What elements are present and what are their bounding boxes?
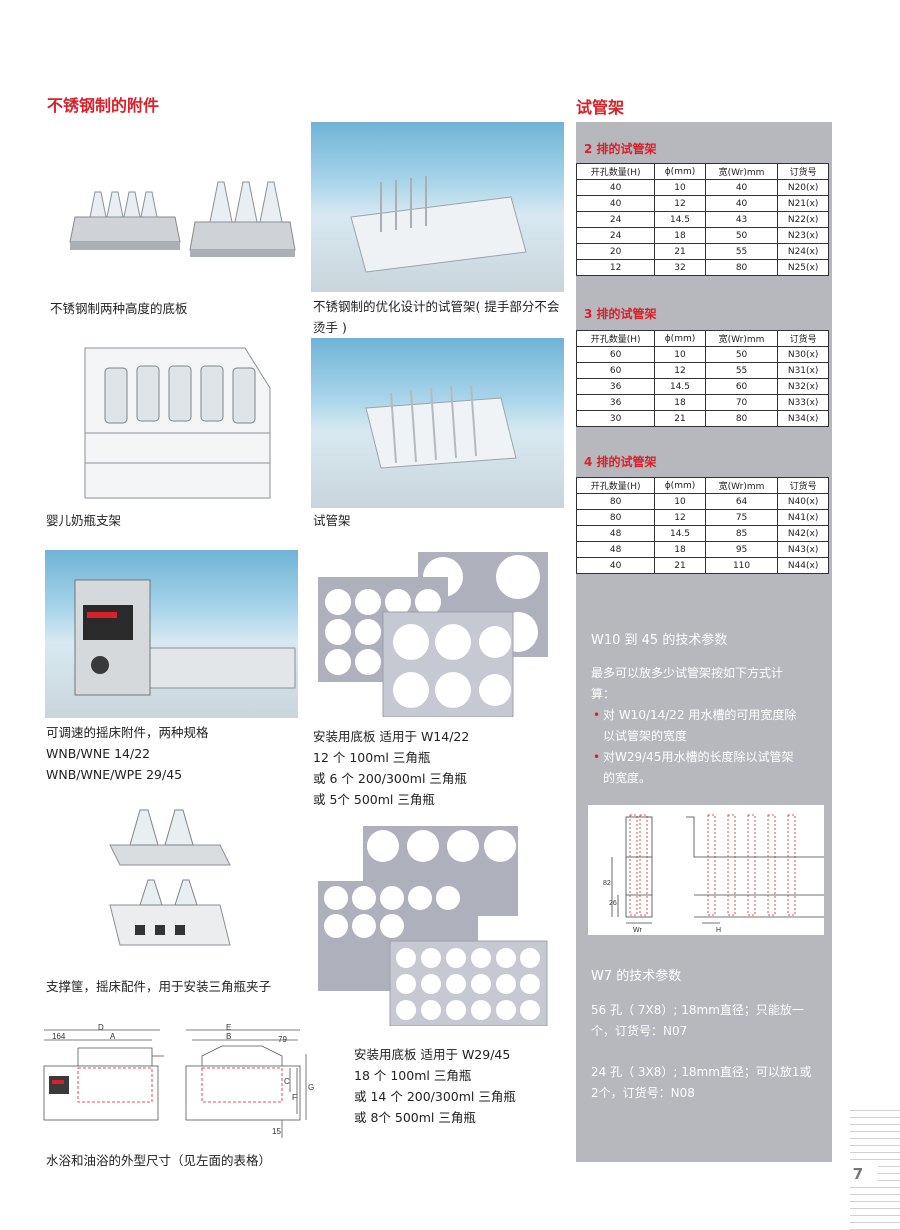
diagram-label-wr: Wr [633,927,642,934]
caption-shaker: 可调速的摇床附件，两种规格 WNB/WNE 14/22 WNB/WNE/WPE … [46,725,209,782]
tech-w10-bullet-2: • 对W29/45用水槽的长度除以试管架 的宽度。 [591,747,826,789]
bullet-icon: • [593,750,601,764]
baby-bottle-rack-photo [45,338,298,508]
table-title: 4 排的试管架 [584,455,657,469]
diagram-label-26: 26 [609,900,617,907]
tech-w7-para-1: 56 孔（ 7X8）; 18mm直径；只能放一 个，订货号：N07 [591,1003,804,1038]
dim-label-c: C [284,1077,290,1086]
left-section-title: 不锈钢制的附件 [47,96,160,115]
diagram-label-h: H [716,927,721,934]
base-plates-photo [45,122,298,292]
dim-label-164: 164 [52,1032,66,1041]
dimension-drawing: D A 164 E B 79 C F G 15 [43,1023,314,1138]
tube-rack-photo [311,338,564,508]
caption-dimensions: 水浴和油浴的外型尺寸（见左面的表格） [46,1153,272,1168]
mounting-plate-w29-graphic [318,826,548,1026]
caption-base-plates: 不锈钢制两种高度的底板 [50,301,188,316]
caption-support-basket: 支撑筐，摇床配件，用于安装三角瓶夹子 [46,979,272,994]
optimized-rack-photo [311,122,564,292]
caption-tube-rack: 试管架 [313,513,351,528]
support-basket-photo [100,795,240,965]
dim-label-79: 79 [278,1035,287,1044]
rack-width-diagram: 82 26 Wr H [588,805,824,935]
dim-label-e: E [226,1023,231,1032]
tech-w10-heading: W10 到 45 的技术参数 [591,633,728,648]
dim-label-d: D [98,1023,104,1032]
tech-w10-body: 最多可以放多少试管架按如下方式计 算： • 对 W10/14/22 用水槽的可用… [591,663,826,789]
bullet-icon: • [593,708,601,722]
dim-label-15: 15 [272,1127,281,1136]
table-title: 3 排的试管架 [584,307,657,321]
table-title: 2 排的试管架 [584,142,657,156]
caption-plate-w29: 安装用底板 适用于 W29/45 18 个 100ml 三角瓶 或 14 个 2… [354,1047,516,1125]
mounting-plate-w14-graphic [318,552,548,717]
diagram-label-82: 82 [603,880,611,887]
dim-label-f: F [292,1093,297,1102]
caption-optimized-rack: 不锈钢制的优化设计的试管架( 提手部分不会烫手 ) [313,299,560,335]
caption-baby-bottle: 婴儿奶瓶支架 [46,513,122,528]
caption-plate-w14: 安装用底板 适用于 W14/22 12 个 100ml 三角瓶 或 6 个 20… [313,729,470,807]
shaker-photo [45,550,298,718]
page-number: 7 [838,1165,878,1183]
dim-label-g: G [308,1083,314,1092]
tech-w7-para-2: 24 孔（ 3X8）; 18mm直径；可以放1或 2个，订货号：N08 [591,1065,812,1100]
dim-label-a: A [110,1032,116,1041]
right-section-title: 试管架 [576,98,625,117]
dim-label-b: B [226,1032,231,1041]
tech-w7-heading: W7 的技术参数 [591,969,682,984]
tech-w10-bullet-1: • 对 W10/14/22 用水槽的可用宽度除 以试管架的宽度 [591,705,826,747]
